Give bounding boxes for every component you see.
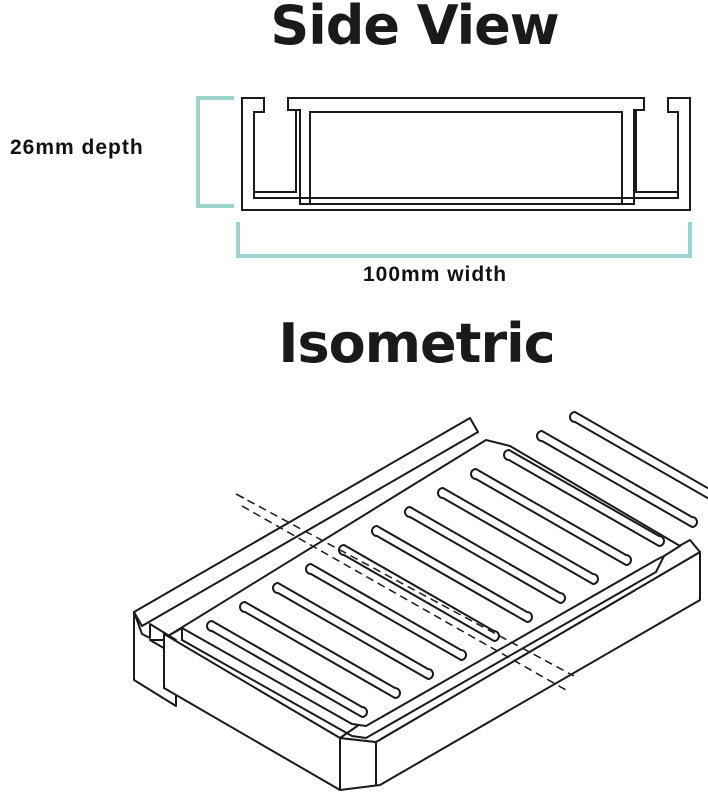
- section-cut-lines: [235, 493, 575, 691]
- grate-slot: [272, 581, 434, 681]
- depth-dimension-label: 26mm depth: [10, 136, 144, 159]
- channel-profile: [241, 97, 691, 211]
- grate-slot: [371, 524, 533, 624]
- grate-slot: [239, 600, 401, 700]
- dimension-brackets: [196, 96, 692, 258]
- grate-slot: [437, 486, 599, 586]
- width-bracket: [236, 222, 692, 258]
- side-view-title: Side View: [270, 0, 559, 57]
- channel-body: [133, 417, 701, 791]
- grate-slot: [470, 467, 632, 567]
- grate-slot: [536, 429, 698, 529]
- isometric-title: Isometric: [278, 312, 555, 375]
- grate-slot: [206, 619, 368, 719]
- depth-bracket: [196, 96, 234, 208]
- grate-slot: [404, 505, 566, 605]
- side-view-diagram: [196, 96, 692, 258]
- width-dimension-label: 100mm width: [363, 263, 508, 286]
- grate-slot: [569, 410, 708, 500]
- grate-slot: [503, 448, 665, 548]
- grate-slot: [305, 562, 467, 662]
